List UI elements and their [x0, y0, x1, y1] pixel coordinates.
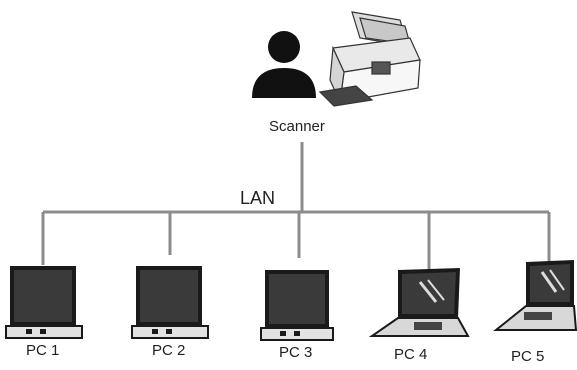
- pc1-label: PC 1: [26, 342, 60, 359]
- pc2-desktop-icon: [131, 266, 209, 339]
- lan-label: LAN: [240, 188, 276, 208]
- pc5-label: PC 5: [511, 348, 545, 365]
- scanner-label: Scanner: [269, 118, 325, 135]
- pc1-desktop-icon: [5, 266, 83, 339]
- user-icon: [252, 31, 316, 98]
- pc3-desktop-icon: [260, 270, 334, 341]
- lan-lines: [41, 142, 551, 272]
- scanner-icon: [318, 11, 421, 107]
- pc3-label: PC 3: [279, 344, 313, 361]
- pc5-laptop-icon: [493, 260, 577, 331]
- pc2-label: PC 2: [152, 342, 186, 359]
- pc4-laptop-icon: [368, 268, 470, 337]
- pc4-label: PC 4: [394, 346, 428, 363]
